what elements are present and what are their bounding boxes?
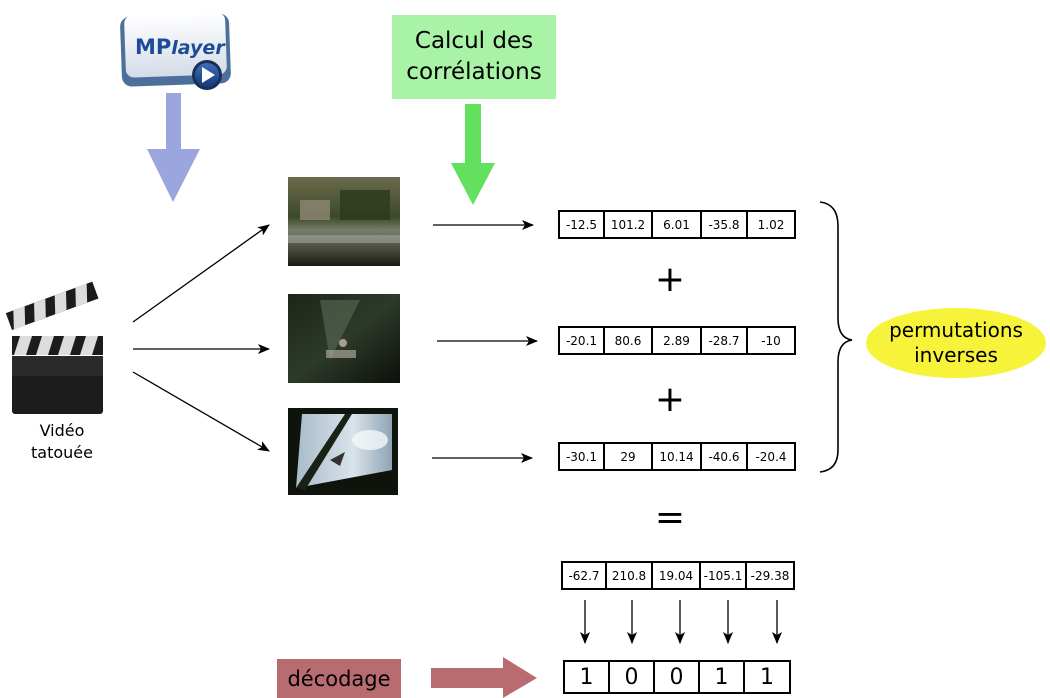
decodage-label: décodage — [287, 666, 391, 691]
svg-text:MPlayer: MPlayer — [135, 35, 226, 59]
vector-cell: 29 — [603, 442, 653, 471]
sum-cell: 210.8 — [605, 561, 653, 590]
permutation-label: permutations inverses — [868, 313, 1044, 373]
vector-cell: 10.14 — [651, 442, 702, 471]
vector-cell: -40.6 — [700, 442, 748, 471]
video-frame-1 — [288, 177, 400, 266]
clapperboard-icon — [5, 281, 103, 414]
vector-cell: -28.7 — [700, 326, 748, 355]
vector-cell: 6.01 — [651, 210, 702, 239]
brace — [819, 201, 853, 473]
bit-cell: 0 — [653, 660, 700, 694]
correlation-step-box: Calcul des corrélations — [392, 15, 556, 99]
correlation-label-line1: Calcul des — [414, 28, 534, 54]
decoded-bits: 1 0 0 1 1 — [563, 660, 791, 694]
vector-cell: 80.6 — [603, 326, 653, 355]
mplayer-logo: MPlayer — [120, 12, 231, 90]
bit-cell: 1 — [743, 660, 791, 694]
bit-cell: 1 — [698, 660, 745, 694]
sum-cell: 19.04 — [651, 561, 701, 590]
vector-cell: -20.4 — [746, 442, 796, 471]
correlation-label-line2: corrélations — [406, 59, 542, 85]
sum-cell: -105.1 — [699, 561, 747, 590]
correlation-arrow — [451, 104, 495, 205]
permutation-ellipse — [866, 308, 1046, 378]
vector-cell: -20.1 — [558, 326, 605, 355]
sum-cell: -29.38 — [745, 561, 795, 590]
vector-cell: 1.02 — [746, 210, 796, 239]
vector-cell: -30.1 — [558, 442, 605, 471]
sum-vector: -62.7 210.8 19.04 -105.1 -29.38 — [561, 561, 795, 590]
video-frame-3 — [288, 408, 398, 495]
vector-cell: -12.5 — [558, 210, 605, 239]
correlation-vector-2: -20.1 80.6 2.89 -28.7 -10 — [558, 326, 796, 355]
plus-operator-1: + — [654, 259, 686, 300]
vector-cell: -10 — [746, 326, 796, 355]
vector-cell: 101.2 — [603, 210, 653, 239]
bit-cell: 0 — [608, 660, 655, 694]
correlation-vector-1: -12.5 101.2 6.01 -35.8 1.02 — [558, 210, 796, 239]
vector-cell: 2.89 — [651, 326, 702, 355]
video-label-line1: Vidéo — [39, 421, 85, 440]
bit-cell: 1 — [563, 660, 610, 694]
decodage-arrow — [431, 657, 537, 698]
video-label-line2: tatouée — [31, 443, 93, 462]
decodage-step-box: décodage — [277, 659, 401, 698]
sum-cell: -62.7 — [561, 561, 607, 590]
mplayer-arrow — [147, 93, 200, 202]
plus-operator-2: + — [654, 379, 686, 420]
correlation-vector-3: -30.1 29 10.14 -40.6 -20.4 — [558, 442, 796, 471]
vector-cell: -35.8 — [700, 210, 748, 239]
permutation-label-line1: permutations — [889, 318, 1023, 342]
video-frame-2 — [288, 294, 400, 383]
video-label: Vidéo tatouée — [22, 420, 102, 464]
equals-operator: = — [654, 497, 686, 538]
permutation-label-line2: inverses — [914, 343, 998, 367]
